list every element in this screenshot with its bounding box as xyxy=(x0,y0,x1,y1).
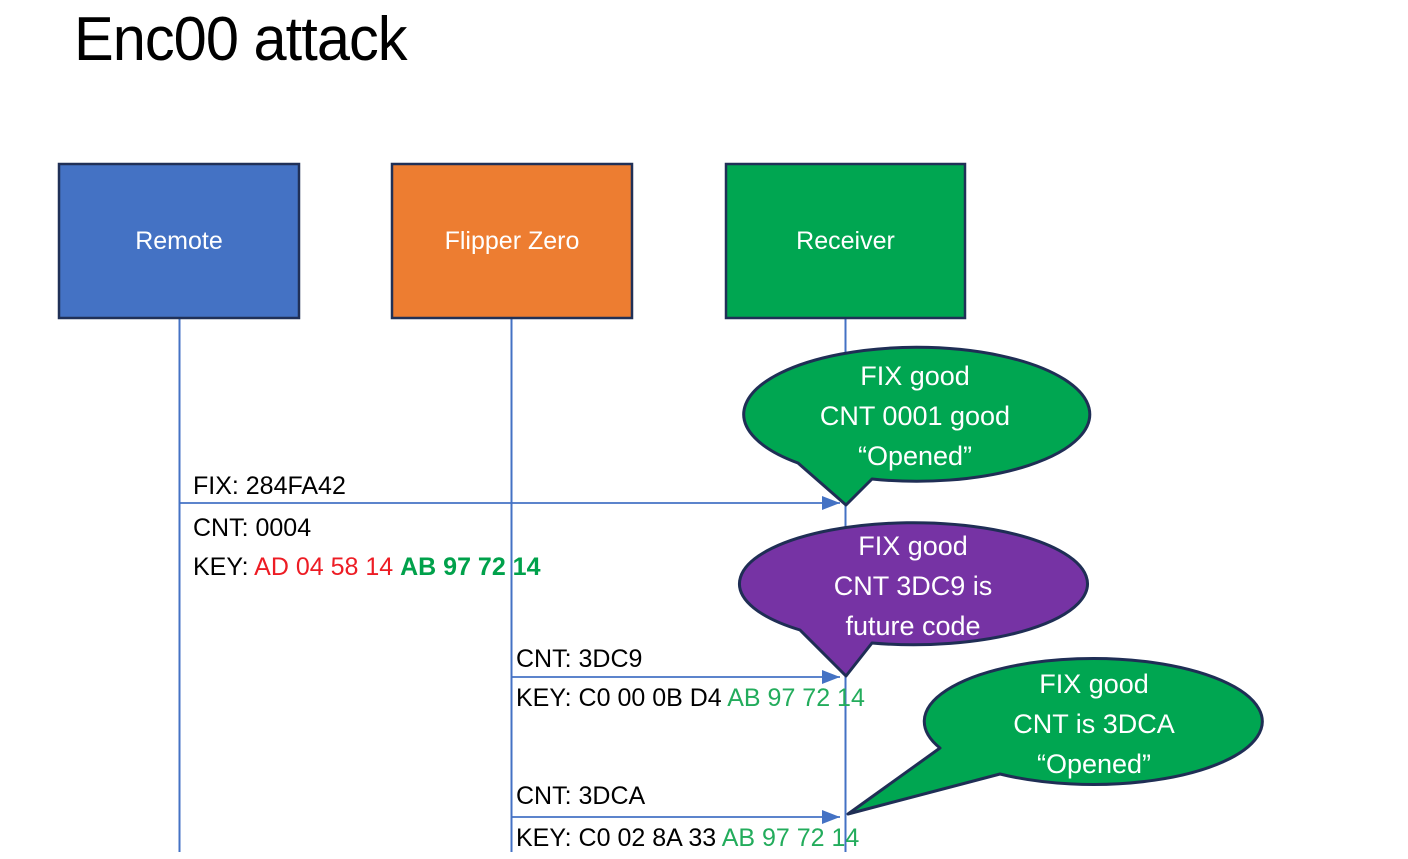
message3-cnt-label: CNT: 3DCA xyxy=(516,782,646,810)
slide-title: Enc00 attack xyxy=(74,5,408,74)
callout2-text: FIX good CNT 3DC9 is future code xyxy=(739,527,1087,645)
message1-key-label: KEY: AD 04 58 14 AB 97 72 14 xyxy=(193,551,540,583)
message3-key-prefix: KEY: C0 02 8A 33 xyxy=(516,824,722,852)
callout-bubble-opened-2 xyxy=(846,656,1264,816)
message3-key-green-bytes: AB 97 72 14 xyxy=(721,824,860,852)
callout1-line3: “Opened” xyxy=(857,441,973,471)
callout3-line2: CNT is 3DCA xyxy=(1013,709,1175,739)
callout1-line1: FIX good xyxy=(860,361,970,391)
message1-key-red-bytes: AD 04 58 14 xyxy=(254,553,401,581)
callout3-text: FIX good CNT is 3DCA “Opened” xyxy=(925,663,1263,785)
callout-bubble-opened-1 xyxy=(742,345,1092,507)
callout2-line2: CNT 3DC9 is xyxy=(833,571,993,601)
callout3-line3: “Opened” xyxy=(1036,749,1152,779)
callout1-text: FIX good CNT 0001 good “Opened” xyxy=(742,351,1088,481)
callout3-line1: FIX good xyxy=(1039,669,1149,699)
message2-key-green-bytes: AB 97 72 14 xyxy=(727,684,865,712)
remote-box xyxy=(57,162,301,320)
callout2-line1: FIX good xyxy=(858,531,968,561)
actor-label-flipper-zero: Flipper Zero xyxy=(444,226,580,255)
callout1-line2: CNT 0001 good xyxy=(819,401,1011,431)
message1-key-prefix: KEY: xyxy=(193,553,255,581)
actor-label-receiver: Receiver xyxy=(796,226,895,255)
message1-cnt-label: CNT: 0004 xyxy=(193,514,312,542)
callout-bubble-future-code xyxy=(738,521,1089,678)
message2-key-label: KEY: C0 00 0B D4 AB 97 72 14 xyxy=(516,682,865,714)
message2-cnt-label: CNT: 3DC9 xyxy=(516,645,643,673)
actor-label-remote: Remote xyxy=(135,226,223,255)
flipper-zero-box xyxy=(390,162,634,320)
message2-key-prefix: KEY: C0 00 0B D4 xyxy=(516,684,728,712)
message3-key-label: KEY: C0 02 8A 33 AB 97 72 14 xyxy=(516,822,859,854)
receiver-box xyxy=(724,162,967,320)
message1-key-green-bytes: AB 97 72 14 xyxy=(400,553,541,581)
callout2-line3: future code xyxy=(845,611,981,641)
message1-fix-label: FIX: 284FA42 xyxy=(193,472,346,500)
